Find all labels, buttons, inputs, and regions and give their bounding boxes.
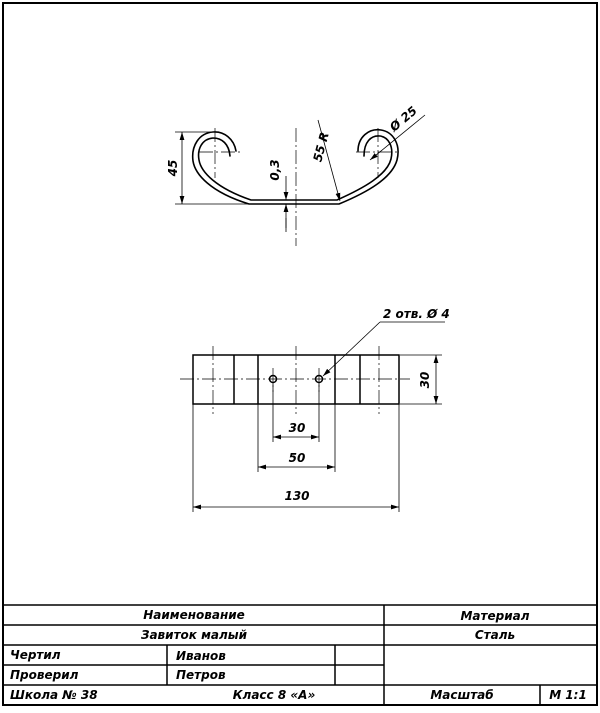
school: Школа № 38 [10, 688, 98, 702]
front-dimension-lines [192, 321, 445, 512]
scale-value: М 1:1 [549, 688, 587, 702]
class-label: Класс 8 «А» [233, 688, 316, 702]
front-view: 2 отв. Ø 4 30 30 50 130 [180, 307, 450, 512]
holes-note: 2 отв. Ø 4 [383, 307, 450, 321]
top-view: 45 0,3 55 R Ø 25 [166, 104, 426, 246]
dim-height-45: 45 [166, 160, 180, 178]
drawn-label: Чертил [10, 648, 61, 662]
part-name: Завиток малый [141, 628, 248, 642]
strip-profile [191, 128, 399, 205]
dim-thickness: 0,3 [268, 159, 282, 180]
checked-by: Петров [176, 668, 226, 682]
dim-overall-length: 130 [284, 489, 309, 503]
drawn-by: Иванов [176, 649, 226, 663]
dim-diameter: Ø 25 [386, 104, 420, 135]
dim-height-30: 30 [418, 372, 432, 389]
dim-hole-spacing: 30 [289, 421, 306, 435]
material-value: Сталь [475, 628, 515, 642]
front-center-lines [180, 346, 410, 414]
title-block: Наименование Завиток малый Материал Стал… [3, 604, 597, 705]
name-header: Наименование [143, 608, 245, 622]
material-header: Материал [460, 609, 529, 623]
checked-label: Проверил [10, 668, 79, 682]
dim-middle-width: 50 [289, 451, 306, 465]
top-dimension-lines [175, 114, 426, 232]
center-lines [199, 128, 400, 246]
title-block-grid [3, 604, 597, 705]
scale-label: Масштаб [430, 688, 493, 702]
